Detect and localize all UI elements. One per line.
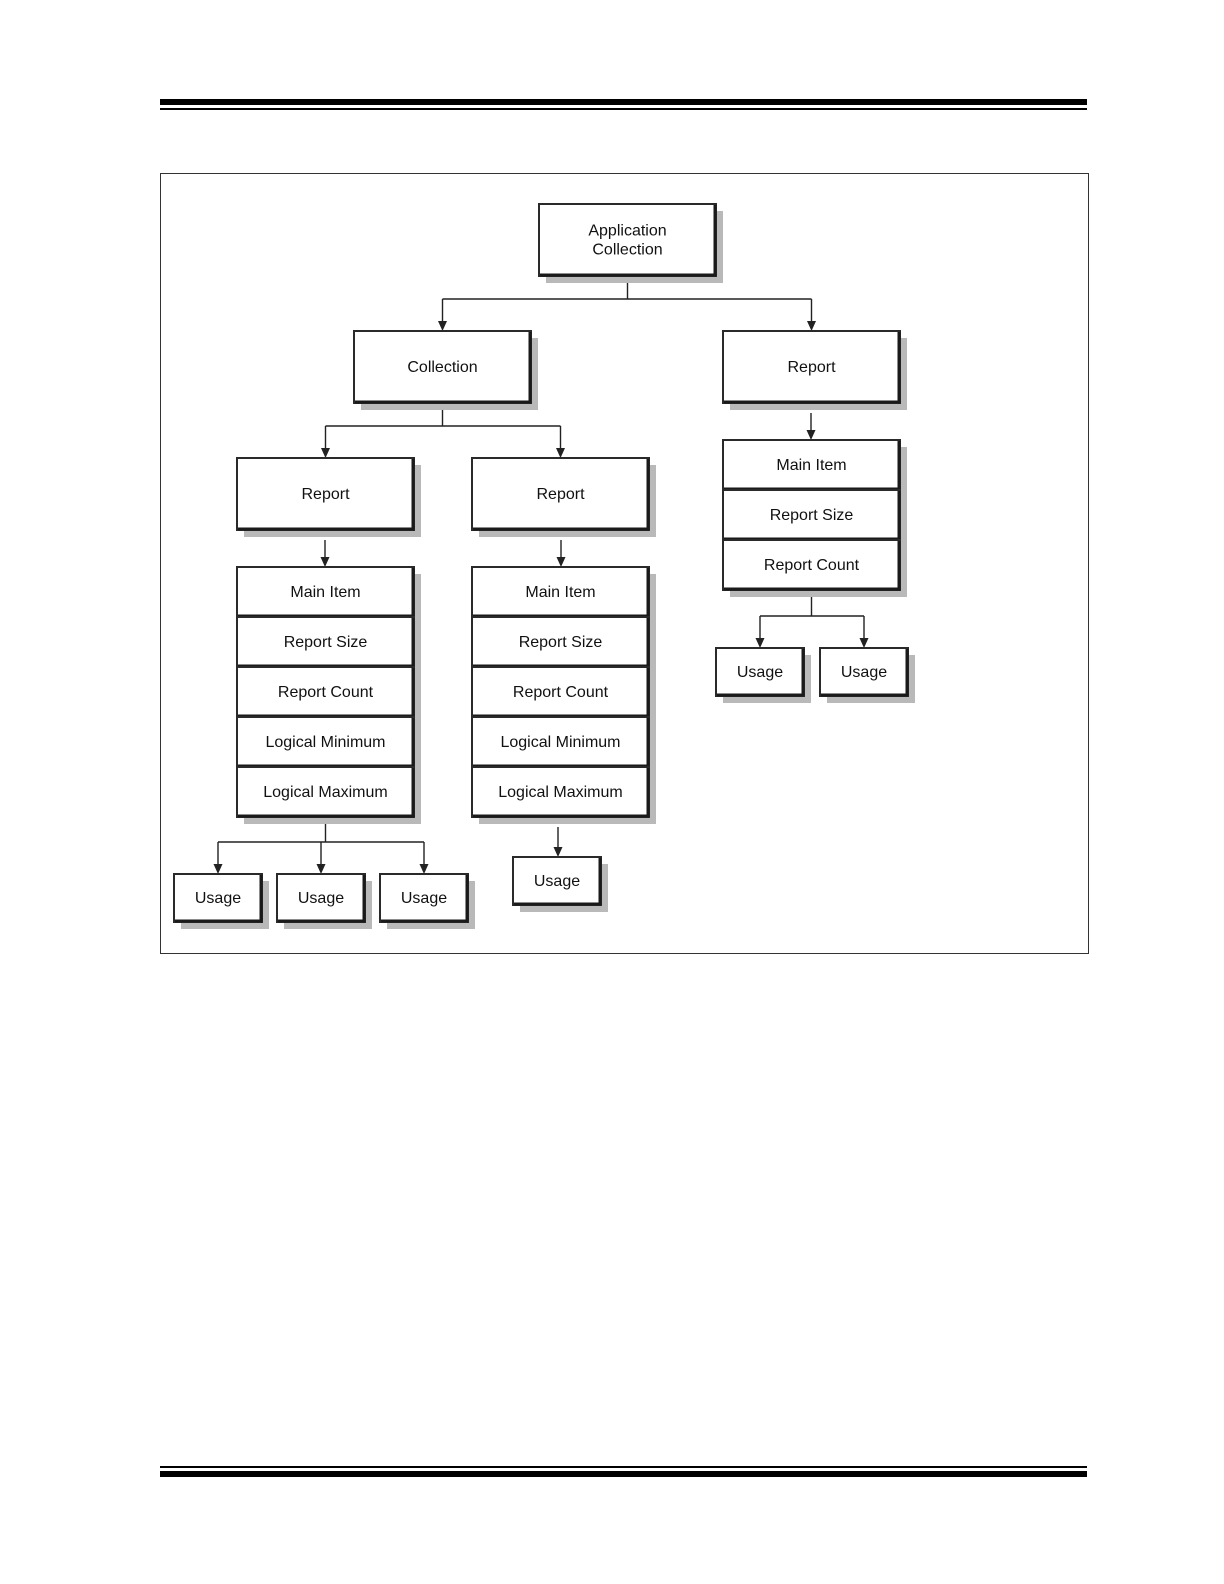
arrowhead bbox=[755, 638, 765, 648]
arrowhead bbox=[316, 864, 326, 874]
node-usage-l1: Usage bbox=[173, 873, 269, 929]
node-label: Main Item bbox=[525, 584, 595, 601]
node-right-report-count: Report Count bbox=[722, 539, 901, 591]
node-box bbox=[722, 439, 901, 491]
node-box bbox=[819, 647, 909, 697]
node-box bbox=[236, 666, 415, 718]
arrowhead bbox=[553, 847, 563, 857]
node-label: Logical Minimum bbox=[500, 734, 620, 751]
node-box bbox=[512, 856, 602, 906]
node-left-main-item: Main Item bbox=[236, 566, 415, 618]
node-label: Report Count bbox=[513, 684, 609, 701]
node-label: Main Item bbox=[776, 457, 846, 474]
header-rule-thick bbox=[160, 99, 1087, 105]
node-box bbox=[722, 330, 901, 404]
node-label: Usage bbox=[298, 890, 344, 907]
arrowhead bbox=[556, 448, 565, 458]
node-left-report-count: Report Count bbox=[236, 666, 415, 718]
node-label: Report bbox=[536, 486, 585, 503]
node-label: Usage bbox=[737, 664, 783, 681]
figure-frame bbox=[160, 173, 1089, 954]
arrowhead bbox=[806, 430, 816, 440]
node-usage-l2: Usage bbox=[276, 873, 372, 929]
node-box bbox=[353, 330, 532, 404]
arrowhead bbox=[807, 321, 816, 331]
arrowhead bbox=[419, 864, 429, 874]
node-label: Report Size bbox=[519, 634, 603, 651]
node-box bbox=[276, 873, 366, 923]
node-label: Report Count bbox=[764, 557, 860, 574]
node-mid-main-item: Main Item bbox=[471, 566, 650, 618]
header-rule-thin bbox=[160, 108, 1087, 110]
node-mid-logical-min: Logical Minimum bbox=[471, 716, 650, 768]
node-box bbox=[471, 716, 650, 768]
arrowhead bbox=[213, 864, 223, 874]
node-label: Report bbox=[301, 486, 350, 503]
node-box bbox=[722, 539, 901, 591]
node-label: Report Count bbox=[278, 684, 374, 701]
node-right-main-item: Main Item bbox=[722, 439, 901, 491]
node-label: Usage bbox=[534, 873, 580, 890]
node-left-logical-min: Logical Minimum bbox=[236, 716, 415, 768]
node-label: Main Item bbox=[290, 584, 360, 601]
arrowhead bbox=[320, 557, 330, 567]
node-box bbox=[471, 457, 650, 531]
node-label: Report Size bbox=[770, 507, 854, 524]
node-report-left: Report bbox=[236, 457, 421, 537]
node-report-mid: Report bbox=[471, 457, 656, 537]
node-label: Usage bbox=[841, 664, 887, 681]
node-left-report-size: Report Size bbox=[236, 616, 415, 668]
node-label: Logical Maximum bbox=[498, 784, 622, 801]
node-label: Logical Maximum bbox=[263, 784, 387, 801]
node-mid-report-count: Report Count bbox=[471, 666, 650, 718]
arrowhead bbox=[438, 321, 447, 331]
arrowhead bbox=[321, 448, 330, 458]
node-box bbox=[173, 873, 263, 923]
node-report-right: Report bbox=[722, 330, 907, 410]
arrowhead bbox=[859, 638, 869, 648]
node-collection: Collection bbox=[353, 330, 538, 410]
footer-rule-thin bbox=[160, 1466, 1087, 1468]
node-usage-m1: Usage bbox=[512, 856, 608, 912]
node-usage-r2: Usage bbox=[819, 647, 915, 703]
node-usage-r1: Usage bbox=[715, 647, 811, 703]
connectors bbox=[213, 276, 869, 874]
node-box bbox=[538, 203, 717, 277]
node-label: Report bbox=[787, 359, 836, 376]
footer-rule-thick bbox=[160, 1471, 1087, 1477]
node-mid-report-size: Report Size bbox=[471, 616, 650, 668]
node-label: Report Size bbox=[284, 634, 368, 651]
node-label: Collection bbox=[407, 359, 477, 376]
node-label: Usage bbox=[195, 890, 241, 907]
node-box bbox=[471, 766, 650, 818]
node-box bbox=[471, 566, 650, 618]
node-label: Usage bbox=[401, 890, 447, 907]
node-usage-l3: Usage bbox=[379, 873, 475, 929]
arrowhead bbox=[556, 557, 566, 567]
node-box bbox=[236, 716, 415, 768]
node-right-report-size: Report Size bbox=[722, 489, 901, 541]
node-left-logical-max: Logical Maximum bbox=[236, 766, 415, 818]
node-mid-logical-max: Logical Maximum bbox=[471, 766, 650, 818]
node-box bbox=[236, 457, 415, 531]
node-label: Logical Minimum bbox=[265, 734, 385, 751]
